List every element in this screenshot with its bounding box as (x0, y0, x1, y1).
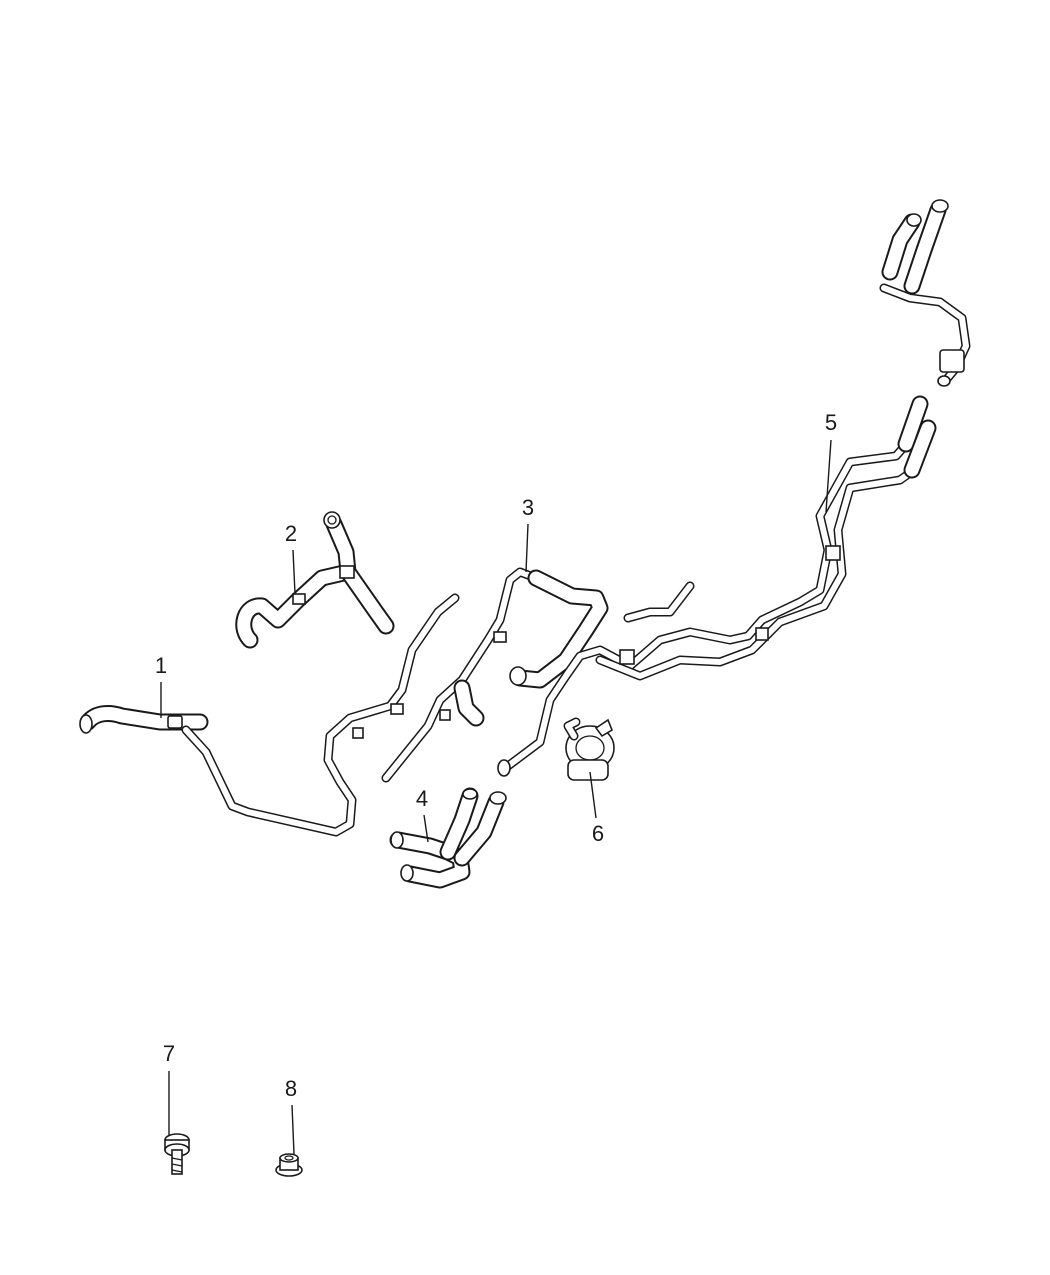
callout-8: 8 (285, 1076, 297, 1155)
callout-6-label: 6 (592, 821, 604, 846)
part-2-hose-assembly[interactable] (235, 511, 395, 649)
callout-2-label: 2 (285, 521, 297, 546)
callout-5: 5 (825, 410, 837, 513)
callout-1: 1 (155, 653, 167, 718)
part-4-hose-end-icon (400, 864, 414, 882)
part-2-connector-icon (323, 511, 341, 529)
callout-8-label: 8 (285, 1076, 297, 1101)
part-8-nut-icon[interactable] (275, 1153, 303, 1177)
callout-2: 2 (285, 521, 297, 595)
callout-4-label: 4 (416, 786, 428, 811)
part-2-clamp-icon (292, 593, 306, 605)
part-3-connector-icon (509, 666, 527, 686)
part-7-bolt-icon[interactable] (164, 1133, 190, 1175)
callout-3: 3 (522, 495, 534, 573)
part-4-hose-end-icon (489, 791, 507, 805)
part-1-bracket-icon (352, 727, 364, 739)
part-4-y-hose[interactable] (389, 787, 507, 889)
callout-4: 4 (416, 786, 429, 843)
callout-5-label: 5 (825, 410, 837, 435)
part-3-tube-assembly[interactable] (381, 567, 609, 783)
part-5-main-coolant-line[interactable] (497, 199, 971, 777)
part-3-bracket-icon (439, 709, 451, 721)
part-1-coolant-tube[interactable] (79, 593, 460, 837)
part-5-connector-icon (906, 213, 922, 227)
callout-3-label: 3 (522, 495, 534, 520)
part-2-tee-icon (339, 565, 355, 579)
part-1-hose-end-icon (79, 714, 93, 734)
callout-7: 7 (163, 1041, 175, 1136)
part-5-junction-icon (619, 649, 635, 665)
part-5-hose-end-icon (497, 759, 511, 777)
part-1-bracket-icon (390, 703, 404, 715)
part-5-bracket-icon (825, 545, 841, 561)
callout-6: 6 (589, 771, 604, 846)
part-5-hose-end-icon (937, 375, 951, 387)
part-3-bracket-icon (493, 631, 507, 643)
part-5-clamp-icon (755, 627, 769, 641)
part-5-valve-icon (939, 349, 965, 373)
part-1-clamp-icon (167, 715, 183, 729)
part-5-connector-icon (931, 199, 949, 213)
callout-1-label: 1 (155, 653, 167, 678)
part-6-coolant-pump[interactable] (563, 717, 615, 781)
part-4-hose-end-icon (390, 831, 404, 849)
part-4-hose-end-icon (462, 788, 478, 800)
callout-7-label: 7 (163, 1041, 175, 1066)
